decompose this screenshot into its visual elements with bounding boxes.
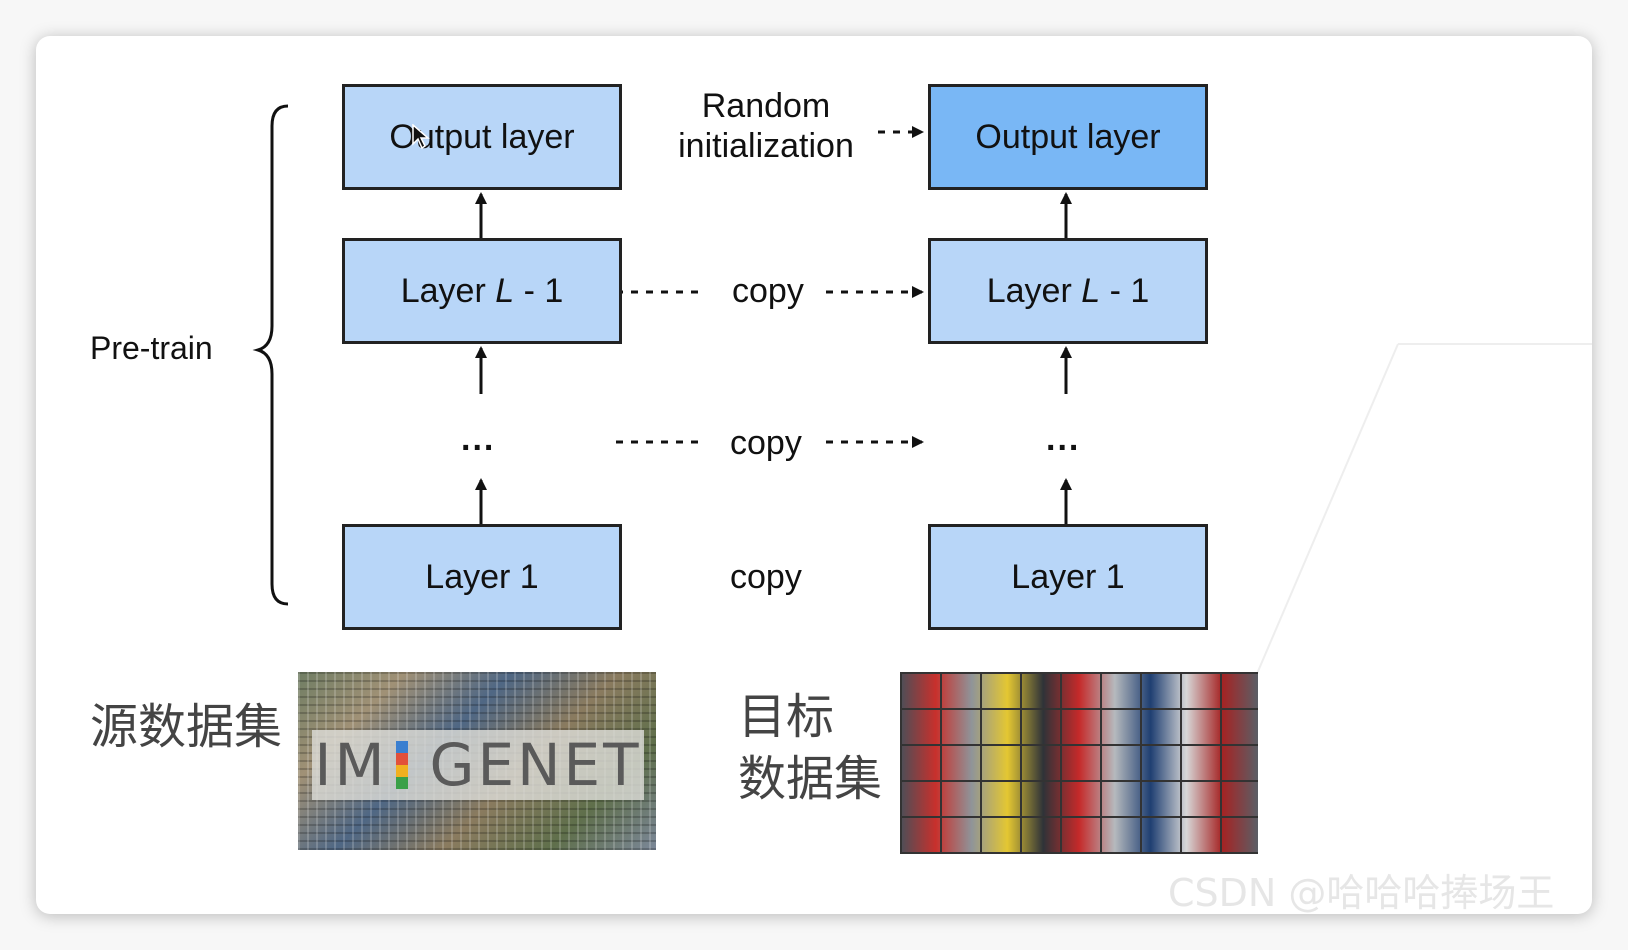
source-output-layer: Output layer: [342, 84, 622, 190]
target-layer-1: Layer 1: [928, 524, 1208, 630]
target-dataset-line2: 数据集: [738, 751, 883, 808]
source-dataset-label: 源数据集: [90, 699, 283, 755]
imagenet-logo-left: IM: [314, 731, 388, 799]
layer-label-suffix: - 1: [1100, 271, 1150, 310]
target-layer-l-minus-1: Layer L - 1: [928, 238, 1208, 344]
source-ellipsis: ...: [461, 420, 496, 458]
imagenet-logo-right: GENET: [429, 731, 642, 799]
target-dataset-line1: 目标: [738, 689, 835, 745]
layer-label-variable: L: [1081, 271, 1101, 310]
target-ellipsis: ...: [1046, 420, 1081, 458]
imagenet-image: IM GENET: [298, 672, 656, 850]
watermark: CSDN @哈哈哈捧场王: [1168, 871, 1555, 915]
target-dataset-label: 目标 数据集: [738, 686, 882, 811]
random-init-line2: initialization: [678, 127, 854, 165]
imagenet-logo: IM GENET: [312, 730, 644, 800]
pretrain-brace: [252, 104, 289, 606]
random-init-label: Random initialization: [666, 86, 866, 166]
mouse-cursor-icon: [412, 124, 430, 150]
imagenet-dots-icon: [394, 741, 424, 789]
layer-label-prefix: Layer: [986, 271, 1082, 310]
copy-label-l-minus-1: copy: [732, 272, 804, 310]
random-init-line1: Random: [701, 87, 831, 125]
source-layer-1: Layer 1: [342, 524, 622, 630]
copy-label-ellipsis: copy: [730, 424, 802, 462]
source-layer-1-label: Layer 1: [425, 557, 539, 596]
target-output-layer: Output layer: [928, 84, 1208, 190]
cars-image-grid: [900, 672, 1258, 854]
pretrain-label: Pre-train: [90, 330, 213, 366]
target-output-layer-label: Output layer: [975, 117, 1161, 156]
slide: Output layer Layer L - 1 ... Layer 1 Out…: [36, 36, 1592, 914]
decor-line-diag: [1255, 343, 1399, 677]
layer-label-prefix: Layer: [400, 271, 496, 310]
copy-label-layer-1: copy: [730, 558, 802, 596]
layer-label-variable: L: [495, 271, 515, 310]
layer-label-suffix: - 1: [514, 271, 564, 310]
source-layer-l-minus-1: Layer L - 1: [342, 238, 622, 344]
target-layer-1-label: Layer 1: [1011, 557, 1125, 596]
diagram-connectors: [252, 104, 1592, 677]
